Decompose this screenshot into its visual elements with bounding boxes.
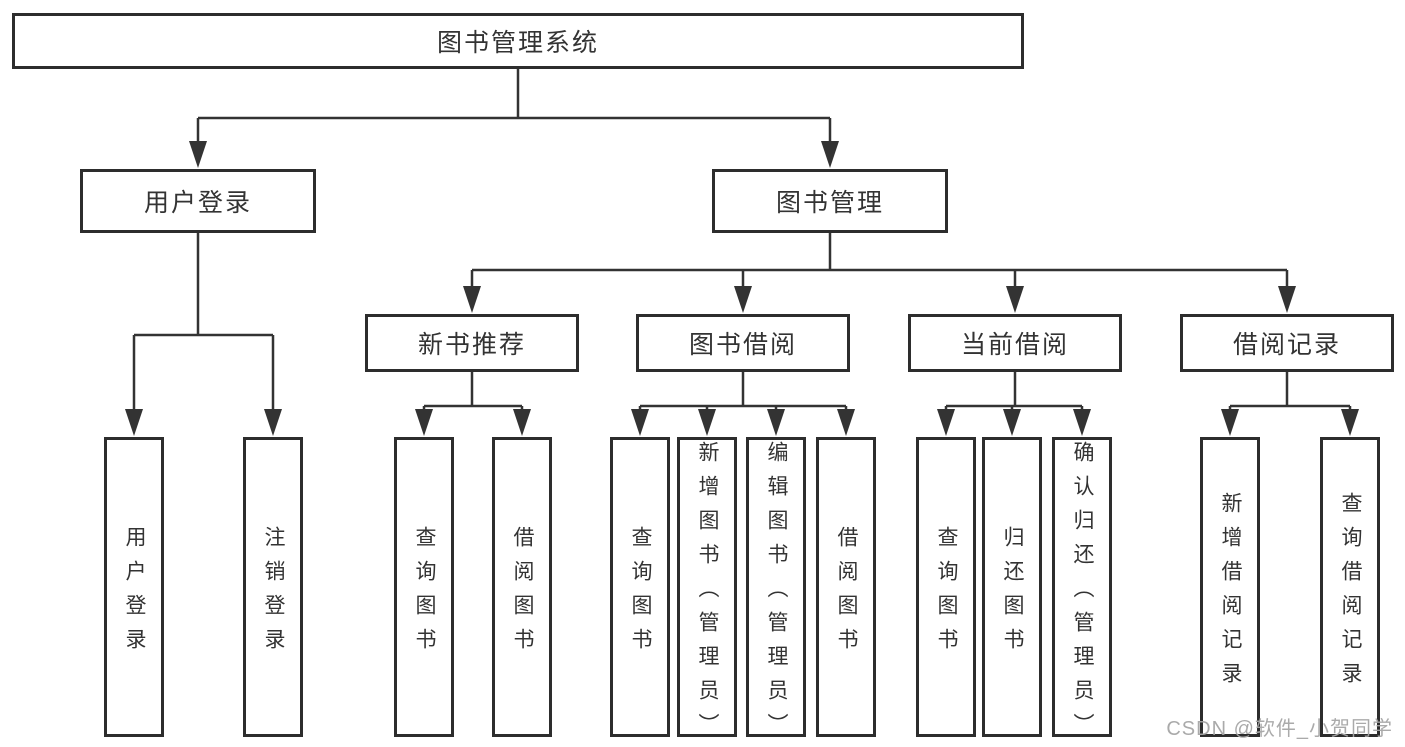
arrowhead-icon — [1278, 286, 1296, 313]
leaf-label: 新增图书（管理员） — [696, 440, 719, 747]
leaf-return-books: 归还图书 — [982, 437, 1042, 737]
node-new-book-recommend-label: 新书推荐 — [417, 331, 526, 359]
watermark: CSDN @软件_小贺同学 — [1166, 718, 1393, 740]
leaf-query-books-recommend: 查询图书 — [394, 437, 454, 737]
leaf-label: 查询图书 — [629, 525, 652, 662]
leaf-confirm-return-admin: 确认归还（管理员） — [1052, 437, 1112, 747]
leaf-label: 借阅图书 — [511, 525, 534, 662]
node-root: 图书管理系统 — [12, 13, 1024, 69]
leaf-label: 用户登录 — [123, 525, 146, 662]
leaf-query-borrow-record: 查询借阅记录 — [1320, 437, 1380, 737]
connector-line — [1228, 372, 1352, 412]
arrowhead-icon — [1341, 409, 1359, 436]
leaf-add-borrow-record: 新增借阅记录 — [1200, 437, 1260, 737]
leaf-label: 查询图书 — [413, 525, 436, 662]
leaf-label: 编辑图书（管理员） — [765, 440, 788, 747]
arrowhead-icon — [415, 409, 433, 436]
connector-line — [132, 233, 275, 412]
node-borrow-records: 借阅记录 — [1180, 314, 1394, 372]
leaf-label: 借阅图书 — [835, 525, 858, 662]
arrowhead-icon — [631, 409, 649, 436]
leaf-label: 查询图书 — [935, 525, 958, 662]
node-book-borrow: 图书借阅 — [636, 314, 850, 372]
node-new-book-recommend: 新书推荐 — [365, 314, 579, 372]
leaf-label: 查询借阅记录 — [1339, 491, 1362, 696]
arrowhead-icon — [767, 409, 785, 436]
arrowhead-icon — [734, 286, 752, 313]
arrowhead-icon — [1221, 409, 1239, 436]
leaf-query-books-borrow: 查询图书 — [610, 437, 670, 737]
connector-line — [470, 233, 1289, 289]
arrowhead-icon — [937, 409, 955, 436]
node-root-label: 图书管理系统 — [436, 29, 599, 57]
arrowhead-icon — [821, 141, 839, 168]
node-current-borrow: 当前借阅 — [908, 314, 1122, 372]
node-book-borrow-label: 图书借阅 — [688, 331, 797, 359]
connector-line — [944, 372, 1084, 412]
connector-line — [638, 372, 848, 412]
connector-line — [422, 372, 524, 412]
node-book-management: 图书管理 — [712, 169, 948, 233]
leaf-logout: 注销登录 — [243, 437, 303, 737]
arrowhead-icon — [125, 409, 143, 436]
connector-line — [196, 68, 832, 144]
arrowhead-icon — [189, 141, 207, 168]
node-current-borrow-label: 当前借阅 — [960, 331, 1069, 359]
arrowhead-icon — [1006, 286, 1024, 313]
leaf-query-books-current: 查询图书 — [916, 437, 976, 737]
leaf-label: 新增借阅记录 — [1219, 491, 1242, 696]
arrowhead-icon — [698, 409, 716, 436]
arrowhead-icon — [1073, 409, 1091, 436]
arrowhead-icon — [837, 409, 855, 436]
leaf-label: 确认归还（管理员） — [1071, 440, 1094, 747]
leaf-borrow-books: 借阅图书 — [816, 437, 876, 737]
arrowhead-icon — [1003, 409, 1021, 436]
node-user-login: 用户登录 — [80, 169, 316, 233]
leaf-add-books-admin: 新增图书（管理员） — [677, 437, 737, 747]
leaf-edit-books-admin: 编辑图书（管理员） — [746, 437, 806, 747]
node-book-management-label: 图书管理 — [775, 189, 884, 217]
leaf-label: 归还图书 — [1001, 525, 1024, 662]
leaf-user-login: 用户登录 — [104, 437, 164, 737]
node-user-login-label: 用户登录 — [143, 189, 252, 217]
arrowhead-icon — [463, 286, 481, 313]
leaf-label: 注销登录 — [262, 525, 285, 662]
arrowhead-icon — [513, 409, 531, 436]
node-borrow-records-label: 借阅记录 — [1232, 331, 1341, 359]
arrowhead-icon — [264, 409, 282, 436]
leaf-borrow-books-recommend: 借阅图书 — [492, 437, 552, 737]
